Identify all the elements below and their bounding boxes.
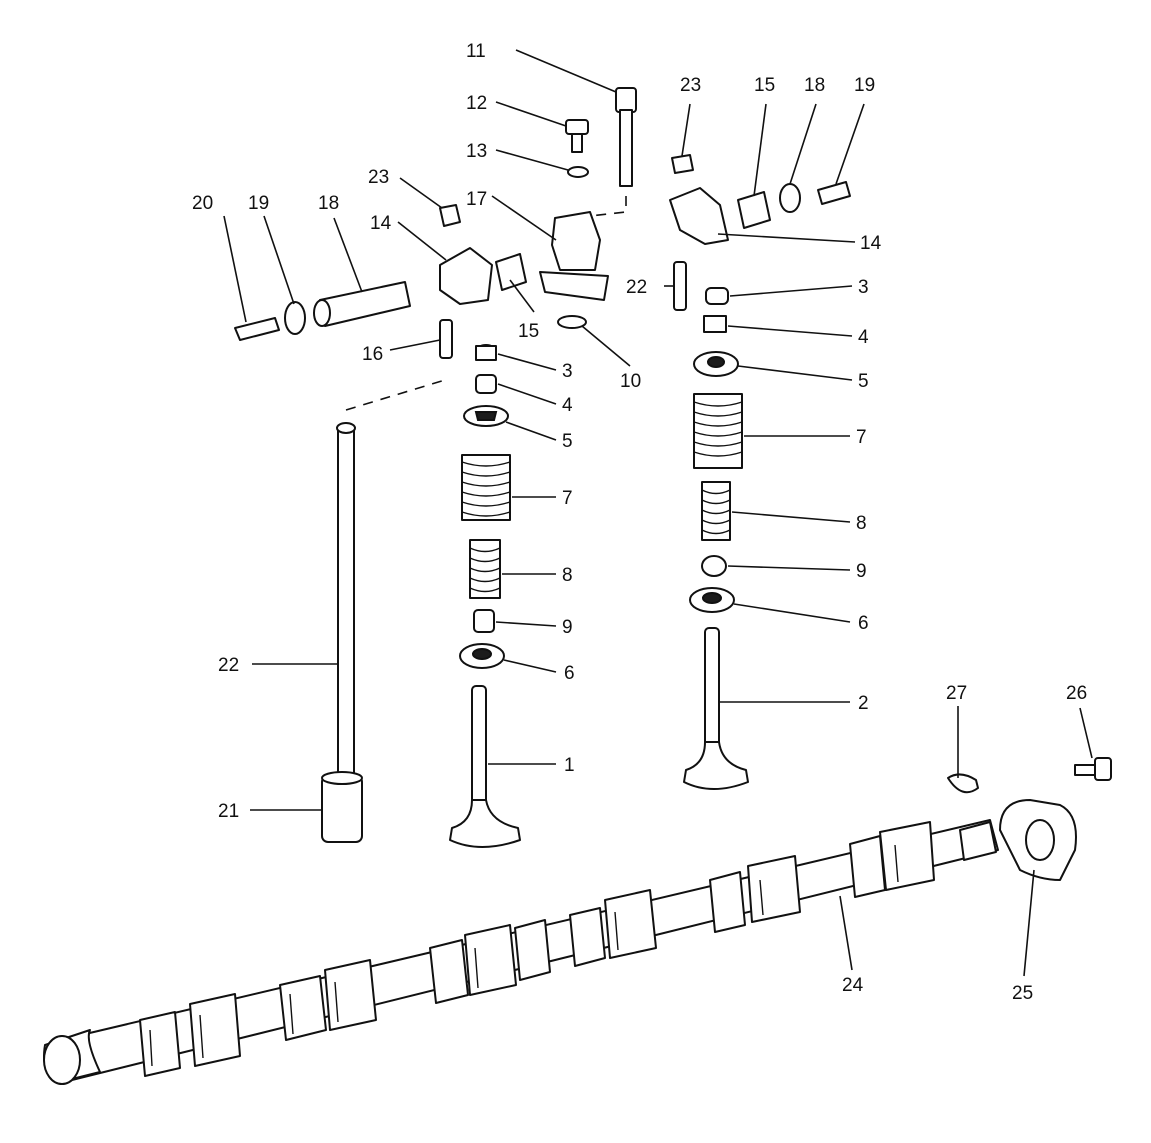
callout-14b: 14 — [860, 233, 882, 254]
leader-lines — [223, 49, 1093, 977]
camshaft — [43, 819, 999, 1085]
left-valve-stack — [449, 344, 521, 848]
bolt-11 — [615, 87, 637, 187]
callout-22b: 22 — [626, 277, 647, 298]
callout-11: 11 — [466, 41, 486, 62]
inner-spring-right — [701, 481, 731, 541]
pushrod-dashline — [345, 379, 446, 411]
callout-23b: 23 — [680, 75, 701, 96]
woodruff-key — [947, 773, 979, 794]
callout-6b: 6 — [858, 613, 869, 634]
right-valve-stack — [683, 287, 749, 790]
callout-4b: 4 — [858, 327, 869, 348]
bolt-26 — [1074, 757, 1112, 781]
callout-7: 7 — [562, 488, 573, 509]
exhaust-valve — [683, 627, 749, 790]
callout-13: 13 — [466, 141, 487, 162]
thrust-plate-hole — [1025, 819, 1055, 861]
callout-26: 26 — [1066, 683, 1087, 704]
callout-17: 17 — [466, 189, 487, 210]
callout-5b: 5 — [858, 371, 869, 392]
callout-19: 19 — [248, 193, 269, 214]
callout-8b: 8 — [856, 513, 867, 534]
callout-4: 4 — [562, 395, 573, 416]
callout-12: 12 — [466, 93, 487, 114]
callout-10: 10 — [620, 371, 641, 392]
callout-25: 25 — [1012, 983, 1033, 1004]
callout-14: 14 — [370, 213, 392, 234]
callout-7b: 7 — [856, 427, 867, 448]
rocker-assembly — [234, 87, 851, 359]
callout-19b: 19 — [854, 75, 875, 96]
inner-spring-left — [469, 539, 501, 599]
callout-8: 8 — [562, 565, 573, 586]
callout-2: 2 — [858, 693, 869, 714]
callout-21: 21 — [218, 801, 239, 822]
callout-23: 23 — [368, 167, 389, 188]
camshaft-lobes — [43, 821, 997, 1085]
callout-labels: 1 2 3 3 4 4 5 5 6 6 7 7 8 8 9 9 10 11 12… — [192, 41, 1087, 1004]
intake-valve — [449, 685, 521, 848]
callout-15: 15 — [518, 321, 539, 342]
callout-24: 24 — [842, 975, 864, 996]
callout-20: 20 — [192, 193, 213, 214]
callout-9: 9 — [562, 617, 573, 638]
callout-27: 27 — [946, 683, 967, 704]
callout-22: 22 — [218, 655, 239, 676]
callout-1: 1 — [564, 755, 575, 776]
callout-18: 18 — [318, 193, 339, 214]
callout-6: 6 — [564, 663, 575, 684]
pushrod — [336, 422, 356, 796]
callout-15b: 15 — [754, 75, 775, 96]
callout-9b: 9 — [856, 561, 867, 582]
callout-3: 3 — [562, 361, 573, 382]
tappet — [321, 771, 363, 843]
callout-5: 5 — [562, 431, 573, 452]
callout-16: 16 — [362, 344, 383, 365]
outer-spring-right — [693, 393, 743, 469]
callout-3b: 3 — [858, 277, 869, 298]
outer-spring-left — [461, 454, 511, 521]
callout-18b: 18 — [804, 75, 825, 96]
